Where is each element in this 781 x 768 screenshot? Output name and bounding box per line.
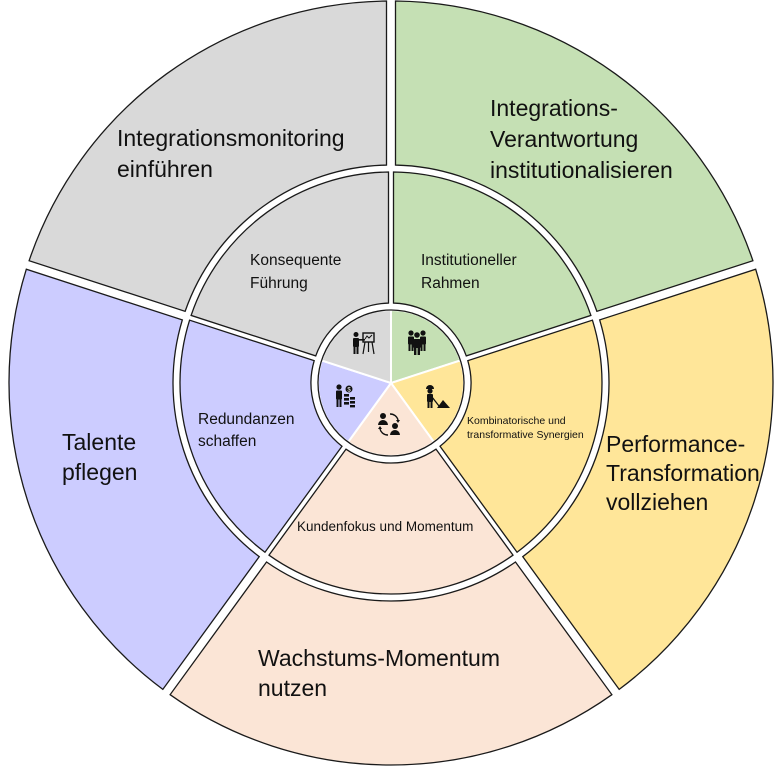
people-group-icon: [408, 330, 426, 355]
outer-segment-purple: [8, 268, 261, 691]
middle-segment-gray: [190, 171, 390, 357]
outer-label-purple: Wachstums-Momentum nutzen: [258, 645, 506, 701]
middle-label-peach: Kombinatorische und transformative Syner…: [467, 415, 584, 441]
outer-segment-peach: [169, 561, 613, 766]
outer-label-peach: Performance- Transformation vollziehen: [606, 431, 766, 515]
svg-text:$: $: [347, 387, 351, 393]
middle-label-yellow: Institutioneller Rahmen: [421, 252, 521, 292]
middle-label-purple: Kundenfokus und Momentum: [297, 519, 473, 534]
middle-label-green: Konsequente Führung: [250, 252, 346, 292]
outer-label-green: Integrationsmonitoring einführen: [117, 125, 351, 182]
businessman-money-icon: $: [336, 384, 355, 408]
outer-segment-yellow: [521, 268, 774, 691]
construction-worker-icon: [426, 385, 450, 408]
middle-ring: [179, 171, 603, 595]
outer-label-gray: Talente pflegen: [62, 429, 143, 485]
middle-segment-purple: [179, 319, 343, 554]
hub-outline: [317, 309, 465, 457]
middle-segment-green: [392, 171, 592, 357]
people-exchange-icon: [378, 413, 400, 436]
presenter-whiteboard-icon: [353, 332, 375, 355]
outer-ring: [8, 0, 774, 766]
outer-segment-green: [394, 0, 754, 313]
middle-label-gray: Redundanzen schaffen: [198, 411, 299, 450]
outer-label-yellow: Integrations- Verantwortung institutiona…: [490, 95, 673, 183]
middle-segment-yellow: [439, 319, 603, 554]
outer-segment-gray: [28, 0, 388, 313]
middle-segment-peach: [268, 448, 514, 595]
